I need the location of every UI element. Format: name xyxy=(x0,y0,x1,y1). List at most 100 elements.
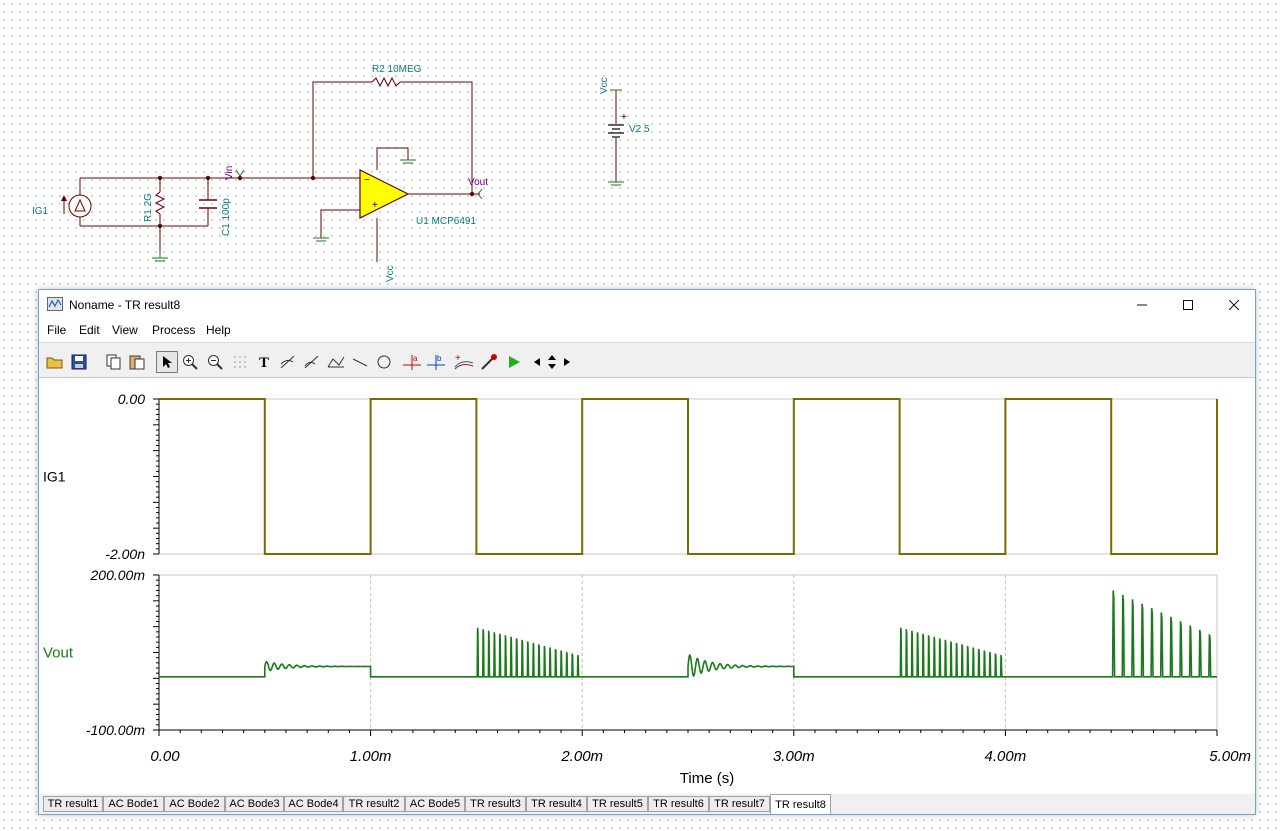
ig1-curve[interactable] xyxy=(159,398,1218,555)
tab-tr-result2[interactable]: TR result2 xyxy=(343,796,405,812)
title-bar[interactable]: Noname - TR result8 xyxy=(39,290,1255,320)
vin-pin-icon xyxy=(235,169,245,177)
scroll-left-button[interactable] xyxy=(531,351,543,373)
ig1-y-tick-top: 0.00 xyxy=(118,391,145,407)
svg-text:b: b xyxy=(437,354,442,363)
maximize-button[interactable] xyxy=(1165,290,1211,320)
menu-edit[interactable]: Edit xyxy=(79,323,100,337)
paste-button[interactable] xyxy=(126,351,148,373)
x-tick-label: 3.00m xyxy=(773,748,815,765)
minimize-button[interactable] xyxy=(1119,290,1165,320)
wire-feedback-left xyxy=(312,81,372,178)
svg-text:+: + xyxy=(455,353,461,364)
zoom-out-button[interactable] xyxy=(204,351,226,373)
maximize-icon xyxy=(1183,300,1193,310)
play-icon xyxy=(509,356,520,368)
scroll-vertical-button[interactable] xyxy=(545,351,559,373)
scroll-right-button[interactable] xyxy=(561,351,573,373)
open-button[interactable] xyxy=(44,351,66,373)
ig1-label: IG1 xyxy=(32,206,49,217)
schematic-canvas[interactable]: − + R2 10MEG Vcc V2 5 + Vin Vout R1 2G C… xyxy=(0,0,700,285)
r2-resistor[interactable] xyxy=(371,76,401,88)
zoom-in-icon xyxy=(183,355,198,370)
annotate-1-button[interactable] xyxy=(277,351,299,373)
circle-icon xyxy=(377,355,391,369)
r1-resistor[interactable] xyxy=(154,191,166,215)
save-disk-icon xyxy=(71,354,87,370)
select-tool-button[interactable] xyxy=(156,351,178,373)
copy-icon xyxy=(106,354,121,370)
triangle-right-icon xyxy=(564,358,570,366)
vout-y-tick-bottom: -100.00m xyxy=(86,722,145,738)
tab-tr-result8[interactable]: TR result8 xyxy=(770,794,831,814)
tab-tr-result4[interactable]: TR result4 xyxy=(526,796,587,812)
tab-tr-result1[interactable]: TR result1 xyxy=(43,796,103,812)
ground-noninv-icon xyxy=(313,237,329,242)
tr-result-window: Noname - TR result8 File Edit View Proce… xyxy=(38,289,1256,815)
menu-bar: File Edit View Process Help xyxy=(39,320,1255,340)
open-folder-icon xyxy=(46,357,63,369)
vout-pin-icon xyxy=(477,188,483,200)
menu-view[interactable]: View xyxy=(112,323,138,337)
cursor-a-icon: a xyxy=(403,354,421,370)
ig1-series-label: IG1 xyxy=(43,469,66,485)
annotate-3-button[interactable] xyxy=(325,351,347,373)
u1-label: U1 MCP6491 xyxy=(416,216,476,227)
r2-label: R2 10MEG xyxy=(372,64,422,75)
tab-tr-result6[interactable]: TR result6 xyxy=(648,796,709,812)
tab-tr-result3[interactable]: TR result3 xyxy=(465,796,526,812)
cursor-a-button[interactable]: a xyxy=(401,351,423,373)
text-tool-button[interactable]: T xyxy=(253,351,275,373)
text-t-icon: T xyxy=(259,355,269,370)
vout-curve[interactable] xyxy=(159,590,1217,678)
c1-capacitor[interactable] xyxy=(199,199,217,209)
c1-label: C1 100p xyxy=(221,198,232,236)
wire-feedback-right xyxy=(400,81,473,194)
add-curve-button[interactable]: + xyxy=(453,351,475,373)
ig1-y-tick-bottom: -2.00n xyxy=(105,546,145,562)
zoom-out-icon xyxy=(208,355,223,370)
menu-help[interactable]: Help xyxy=(206,323,231,337)
v2-plus-sign: + xyxy=(621,112,627,123)
wire-neg-supply xyxy=(376,147,409,170)
tab-ac-bode1[interactable]: AC Bode1 xyxy=(103,796,164,812)
run-button[interactable] xyxy=(503,351,525,373)
arrow-cursor-icon xyxy=(163,356,172,368)
tab-ac-bode4[interactable]: AC Bode4 xyxy=(284,796,343,812)
paste-icon xyxy=(129,355,145,370)
ig1-current-source[interactable] xyxy=(61,194,92,218)
probe-button[interactable] xyxy=(478,351,500,373)
copy-button[interactable] xyxy=(102,351,124,373)
tab-tr-result5[interactable]: TR result5 xyxy=(587,796,648,812)
x-tick-label: 0.00 xyxy=(150,748,180,765)
v2-label: V2 5 xyxy=(629,124,650,135)
close-button[interactable] xyxy=(1211,290,1257,320)
vin-label: Vin xyxy=(224,166,235,180)
ground-v2-icon xyxy=(608,181,624,186)
annotate-2-button[interactable] xyxy=(301,351,323,373)
opamp-plus-sign: + xyxy=(372,200,378,211)
triangle-updown-icon xyxy=(548,355,556,369)
grid-button[interactable] xyxy=(229,351,251,373)
ellipse-tool-button[interactable] xyxy=(373,351,395,373)
v2-battery[interactable] xyxy=(608,124,624,138)
toolbar: T a b + xyxy=(39,342,1255,378)
vout-y-tick-top: 200.00m xyxy=(90,567,146,583)
zoom-in-button[interactable] xyxy=(179,351,201,373)
tab-ac-bode2[interactable]: AC Bode2 xyxy=(164,796,225,812)
menu-process[interactable]: Process xyxy=(152,323,196,337)
triangle-left-icon xyxy=(534,358,540,366)
tab-tr-result7[interactable]: TR result7 xyxy=(709,796,770,812)
menu-file[interactable]: File xyxy=(47,323,67,337)
u1-opamp[interactable] xyxy=(359,169,410,219)
cursor-b-button[interactable]: b xyxy=(425,351,447,373)
cursor-b-icon: b xyxy=(427,354,445,370)
window-title: Noname - TR result8 xyxy=(69,298,181,312)
tab-ac-bode3[interactable]: AC Bode3 xyxy=(225,796,284,812)
line-tool-button[interactable] xyxy=(349,351,371,373)
tab-ac-bode5[interactable]: AC Bode5 xyxy=(405,796,465,812)
save-button[interactable] xyxy=(68,351,90,373)
